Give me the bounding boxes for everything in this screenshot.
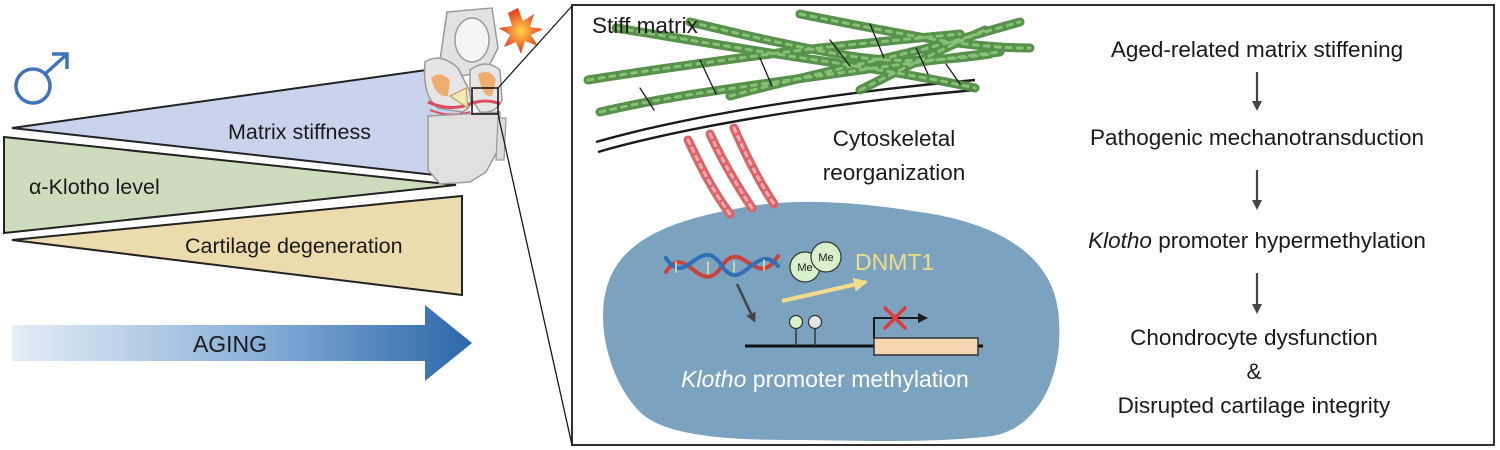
methyl-mark-label-2: Me xyxy=(818,252,833,264)
male-symbol-icon xyxy=(14,52,69,105)
actin-cytoskeleton-fibers xyxy=(683,123,779,219)
knee-joint-icon xyxy=(423,7,507,185)
collagen-fiber-network xyxy=(583,9,1035,117)
flow-step-4-join: & xyxy=(1246,359,1261,384)
cartilage-degeneration-wedge: Cartilage degeneration xyxy=(11,194,463,297)
dnmt1-label: DNMT1 xyxy=(855,249,934,275)
transcription-blocked-icon xyxy=(883,306,907,330)
aging-label: AGING xyxy=(193,331,267,357)
dna-to-promoter-arrow xyxy=(735,283,756,323)
dna-helix-icon xyxy=(664,252,780,279)
matrix-stiffness-label: Matrix stiffness xyxy=(228,120,371,144)
dnmt1-arrow xyxy=(781,277,868,303)
flow-step-4: Chondrocyte dysfunction xyxy=(1130,325,1378,350)
mechanism-flow: Aged-related matrix stiffening Pathogeni… xyxy=(1088,37,1426,418)
stiff-matrix-label: Stiff matrix xyxy=(592,13,699,38)
matrix-stiffness-wedge: Matrix stiffness xyxy=(11,63,463,180)
klotho-italic: Klotho xyxy=(681,366,746,392)
cell-membrane xyxy=(595,78,976,154)
klotho-promoter-methylation-label: Klotho promoter methylation xyxy=(681,366,969,392)
zoom-guide-bottom xyxy=(497,113,573,446)
chondrocyte-cell xyxy=(603,201,1060,441)
flow-step-3-italic: Klotho xyxy=(1088,228,1152,253)
promoter-methylation-rest: promoter methylation xyxy=(746,366,968,392)
aging-arrow: AGING xyxy=(12,305,472,381)
flow-step-3: Klotho promoter hypermethylation xyxy=(1088,228,1426,253)
flow-step-5: Disrupted cartilage integrity xyxy=(1118,393,1391,418)
flow-step-1: Aged-related matrix stiffening xyxy=(1111,37,1403,62)
klotho-gene-diagram xyxy=(745,313,983,356)
pain-burst-icon xyxy=(499,8,543,54)
cytoskeletal-label-line1: Cytoskeletal xyxy=(833,126,956,151)
flow-step-2: Pathogenic mechanotransduction xyxy=(1090,125,1424,150)
methyl-mark-label-1: Me xyxy=(797,262,812,274)
zoom-guide-top xyxy=(497,5,573,89)
methyl-mark-icon: Me xyxy=(810,241,842,273)
flow-step-3-rest: promoter hypermethylation xyxy=(1152,228,1426,253)
klotho-level-wedge: α-Klotho level xyxy=(3,135,457,235)
cartilage-degeneration-label: Cartilage degeneration xyxy=(185,234,403,258)
klotho-level-label: α-Klotho level xyxy=(29,175,160,199)
cytoskeletal-label-line2: reorganization xyxy=(823,160,966,185)
